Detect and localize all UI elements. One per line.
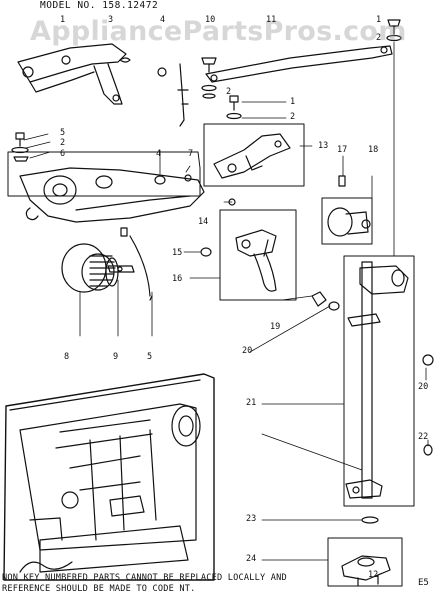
- screw-22: [423, 444, 433, 456]
- callout-1: 1: [376, 15, 382, 25]
- callout-19: 19: [270, 322, 281, 332]
- callout-20: 20: [242, 346, 253, 356]
- shaft-assembly: [7, 151, 205, 223]
- callout-20: 20: [418, 382, 429, 392]
- callout-23: 23: [246, 514, 257, 524]
- screws-top-right: [201, 19, 402, 99]
- callout-9: 9: [113, 352, 119, 362]
- machine-body: [3, 373, 215, 581]
- callout-22: 22: [418, 432, 429, 442]
- foot-part: [327, 537, 403, 587]
- callout-10: 10: [205, 15, 216, 25]
- callout-6: 6: [60, 149, 66, 159]
- callout-15: 15: [172, 248, 183, 258]
- needle-bar-box: [219, 209, 297, 301]
- callout-4: 4: [156, 149, 162, 159]
- small-washers: [311, 291, 340, 311]
- callout-24: 24: [246, 554, 257, 564]
- callout-1: 1: [60, 15, 66, 25]
- callout-2: 2: [376, 33, 382, 43]
- callout-8: 8: [64, 352, 70, 362]
- washer-15: [200, 247, 212, 257]
- bracket-assembly: [17, 43, 167, 105]
- callout-2: 2: [226, 87, 232, 97]
- model-number: MODEL NO. 158.12472: [40, 0, 159, 11]
- callout-21: 21: [246, 398, 257, 408]
- callout-7: 7: [188, 149, 194, 159]
- callout-2: 2: [60, 138, 66, 148]
- gear-part: [61, 243, 119, 293]
- spring-wire: [129, 235, 153, 301]
- callout-18: 18: [368, 145, 379, 155]
- washer: [154, 175, 166, 185]
- bobbin-part: [321, 175, 373, 245]
- callout-17: 17: [337, 145, 348, 155]
- callout-1: 1: [290, 97, 296, 107]
- leaders: [23, 101, 429, 561]
- callout-11: 11: [266, 15, 277, 25]
- footnote: NON KEY NUMBERED PARTS CANNOT BE REPLACE…: [2, 573, 287, 595]
- washer-23: [361, 516, 379, 524]
- screw-plate: [107, 227, 135, 273]
- screws-center: [226, 95, 242, 120]
- callout-12: 12: [368, 570, 379, 580]
- callout-5: 5: [60, 128, 66, 138]
- tension-box: [203, 123, 305, 187]
- link-arm: [205, 45, 393, 83]
- drawing-code: E5: [418, 578, 429, 588]
- washer-20: [422, 354, 434, 366]
- callout-2: 2: [290, 112, 296, 122]
- callout-3: 3: [108, 15, 114, 25]
- callout-14: 14: [198, 217, 209, 227]
- callout-5: 5: [147, 352, 153, 362]
- callout-4: 4: [160, 15, 166, 25]
- screws-left: [11, 132, 29, 162]
- callout-13: 13: [318, 141, 329, 151]
- presser-bar-assembly: [343, 255, 415, 507]
- watermark: AppliancePartsPros.com: [30, 16, 407, 47]
- footnote-line-2: REFERENCE SHOULD BE MADE TO CODE NT.: [2, 584, 196, 594]
- callout-16: 16: [172, 274, 183, 284]
- rod-upper: [177, 63, 189, 127]
- footnote-line-1: NON KEY NUMBERED PARTS CANNOT BE REPLACE…: [2, 573, 287, 583]
